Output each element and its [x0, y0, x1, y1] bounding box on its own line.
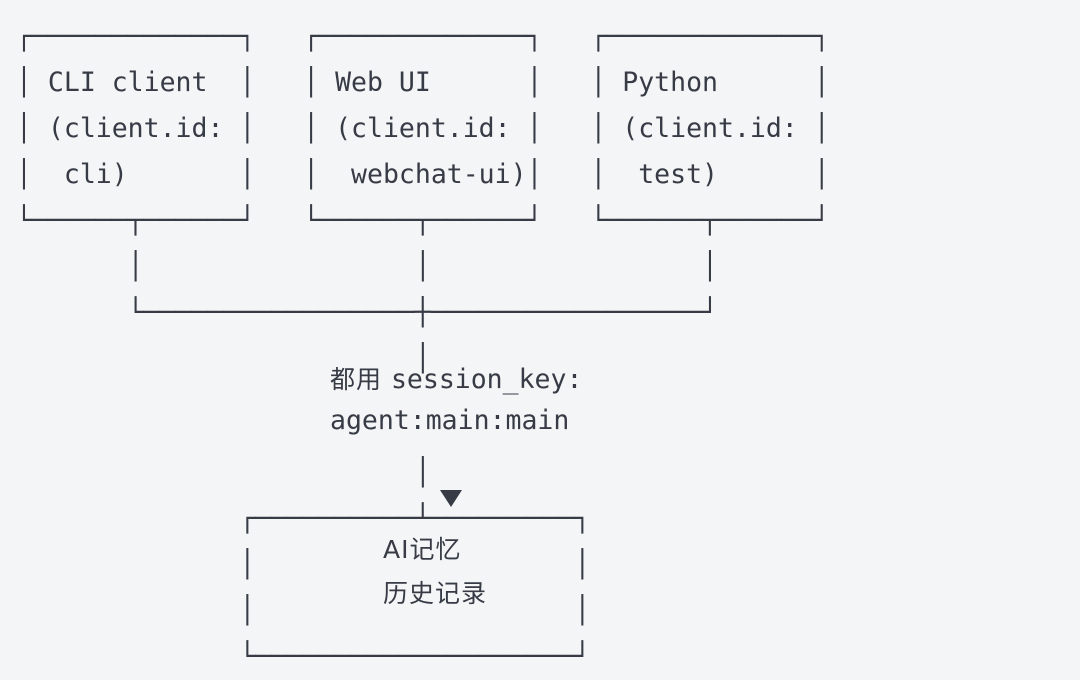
ascii-row-store-body-2: │ │ — [16, 595, 591, 626]
session-key-name: session_key: — [390, 364, 583, 395]
ascii-row-client-id-label: │ (client.id: │ │ (client.id: │ │ (clien… — [16, 113, 830, 144]
arrow-down-icon — [440, 490, 462, 507]
ascii-row-merge-stem: │ — [16, 343, 431, 374]
ascii-row-merge-bus: └─────────────────┼─────────────────┘ — [16, 297, 718, 328]
ascii-row-store-top: ┌──────────┴─────────┐ — [16, 503, 591, 534]
client-boxes-ascii-block: ┌─────────────┐ ┌─────────────┐ ┌───────… — [16, 14, 830, 382]
memory-store-line-1: AI记忆 — [383, 535, 462, 564]
session-key-value: agent:main:main — [330, 405, 570, 436]
memory-store-line-2: 历史记录 — [383, 579, 488, 608]
session-key-prefix-cjk: 都用 — [330, 365, 391, 394]
session-key-label: 都用 session_key: — [330, 360, 582, 396]
ascii-row-store-bottom: └────────────────────┘ — [16, 641, 591, 672]
ascii-row-client-id-value: │ cli) │ │ webchat-ui)│ │ test) │ — [16, 159, 830, 190]
ascii-row-store-stem: │ — [16, 457, 431, 488]
ascii-row-titles: │ CLI client │ │ Web UI │ │ Python │ — [16, 67, 830, 98]
ascii-row-store-body-1: │ │ — [16, 549, 591, 580]
memory-store-ascii-block: │ ┌──────────┴─────────┐ │ │ │ │ └──────… — [16, 450, 590, 680]
ascii-row-box-top: ┌─────────────┐ ┌─────────────┐ ┌───────… — [16, 21, 830, 52]
ascii-row-drop-lines: │ │ │ — [16, 251, 718, 282]
ascii-row-box-bottom: └──────┬──────┘ └──────┬──────┘ └──────┬… — [16, 205, 830, 236]
diagram-canvas: ┌─────────────┐ ┌─────────────┐ ┌───────… — [16, 14, 830, 672]
